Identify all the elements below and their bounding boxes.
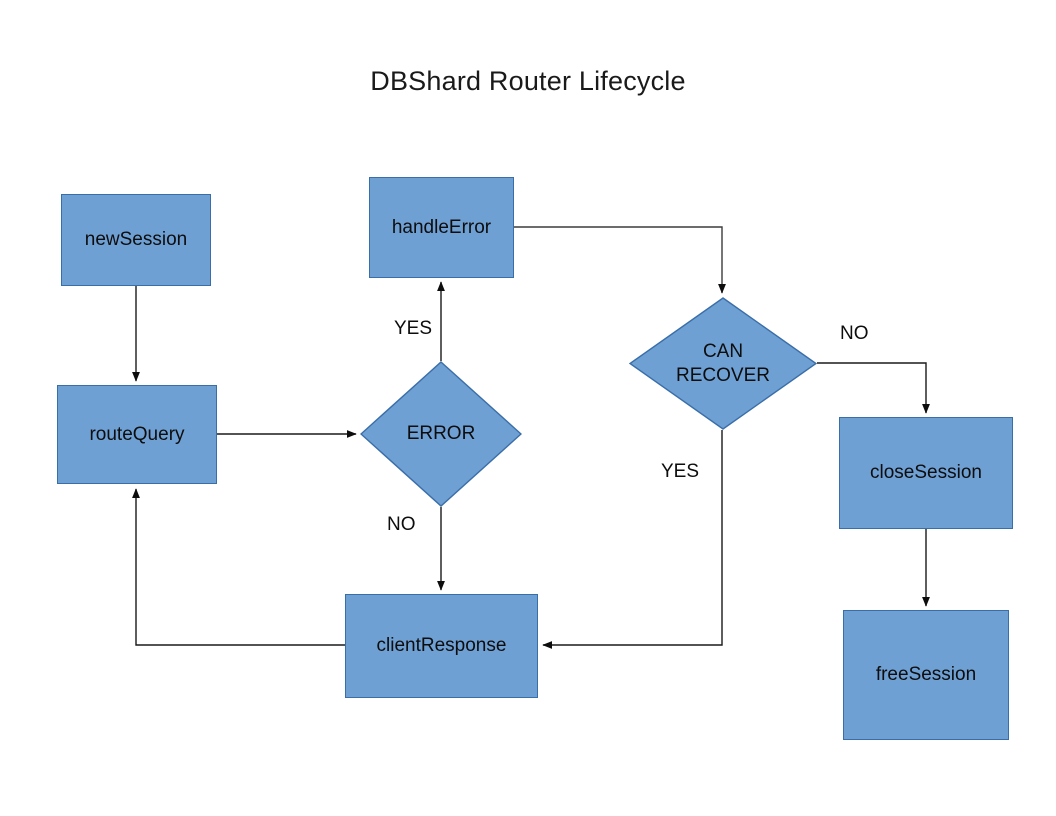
edge-canrecover-clientresponse xyxy=(542,430,723,649)
edge-label-canrecover-yes: YES xyxy=(661,461,700,482)
node-handleerror[interactable]: handleError xyxy=(369,177,514,278)
error-diamond-shape xyxy=(360,361,522,507)
edge-clientresponse-routequery xyxy=(132,488,345,646)
node-newsession[interactable]: newSession xyxy=(61,194,211,286)
node-newsession-label: newSession xyxy=(84,229,188,251)
node-canrecover[interactable]: CAN RECOVER xyxy=(629,297,817,430)
node-routequery[interactable]: routeQuery xyxy=(57,385,217,484)
node-error[interactable]: ERROR xyxy=(360,361,522,507)
node-closesession[interactable]: closeSession xyxy=(839,417,1013,529)
edge-canrecover-closesession xyxy=(817,362,930,414)
edge-label-error-yes: YES xyxy=(394,318,433,339)
canrecover-diamond-shape xyxy=(629,297,817,430)
node-closesession-label: closeSession xyxy=(870,462,982,484)
node-routequery-label: routeQuery xyxy=(89,423,185,445)
node-freesession-label: freeSession xyxy=(875,664,977,686)
node-clientresponse[interactable]: clientResponse xyxy=(345,594,538,698)
edge-handleerror-canrecover xyxy=(514,226,726,294)
edge-label-error-no: NO xyxy=(387,514,416,535)
node-clientresponse-label: clientResponse xyxy=(376,635,507,657)
node-freesession[interactable]: freeSession xyxy=(843,610,1009,740)
diagram-title: DBShard Router Lifecycle xyxy=(370,66,686,96)
node-handleerror-label: handleError xyxy=(391,216,492,238)
edge-label-canrecover-no: NO xyxy=(840,323,869,344)
